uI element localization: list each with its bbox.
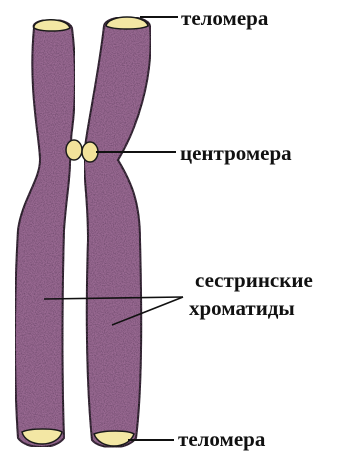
centromere-right xyxy=(82,142,98,162)
centromere-left xyxy=(66,140,82,160)
label-sister-chromatids-line2: хроматиды xyxy=(189,296,295,320)
leader-line-sister-left xyxy=(44,297,183,299)
label-telomere-bottom: теломера xyxy=(178,427,265,451)
label-sister-chromatids-line1: сестринские xyxy=(195,268,313,292)
label-telomere-top: теломера xyxy=(181,6,268,30)
left-chromatid xyxy=(15,20,75,447)
telomere-top-right xyxy=(106,17,148,29)
right-chromatid xyxy=(84,17,151,447)
label-centromere: центромера xyxy=(180,141,292,165)
